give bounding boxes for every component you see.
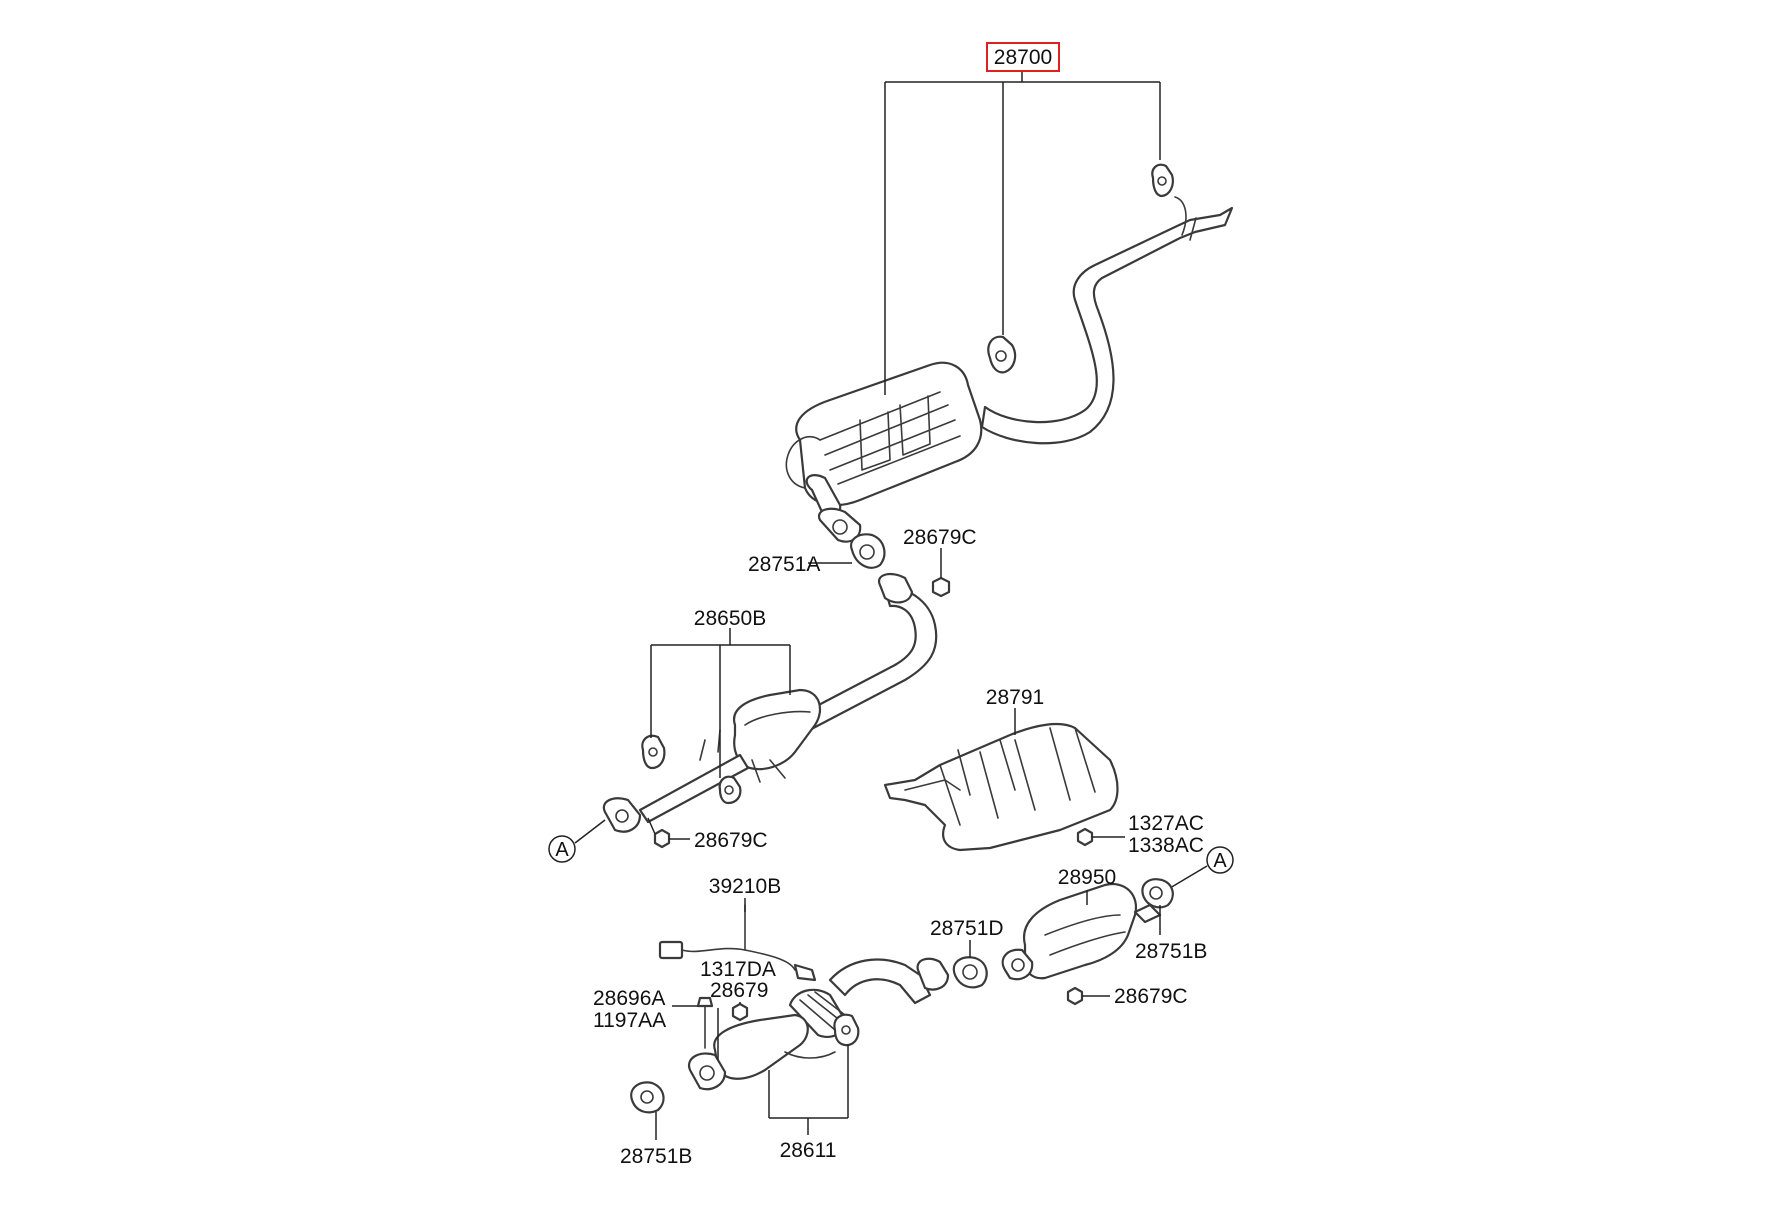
center-pipe-assembly[interactable] <box>602 572 938 833</box>
part-label-28751D[interactable]: 28751D <box>930 917 1004 940</box>
rubber-hanger-icon[interactable] <box>718 775 742 805</box>
rubber-hanger-icon[interactable] <box>833 1013 860 1047</box>
part-label-28679C-mid[interactable]: 28679C <box>694 829 768 852</box>
nut-icon[interactable] <box>931 576 951 598</box>
center-pipe-inlet-flange <box>602 797 642 833</box>
front-pipe-bracket <box>784 1051 836 1059</box>
part-label-1197AA[interactable]: 1197AA <box>593 1009 666 1032</box>
gasket-icon[interactable] <box>850 533 886 569</box>
nut-icon[interactable] <box>653 828 671 849</box>
flange-hole <box>615 809 629 823</box>
part-label-28679C-top[interactable]: 28679C <box>903 526 977 549</box>
rubber-hanger-icon[interactable] <box>641 734 666 770</box>
callout-a-right-line <box>1169 865 1208 889</box>
part-label-28696A[interactable]: 28696A <box>593 987 665 1010</box>
front-pipe-flange <box>916 957 950 991</box>
part-label-1327AC[interactable]: 1327AC <box>1128 812 1204 835</box>
bolt-icon[interactable] <box>696 996 714 1049</box>
part-label-28611[interactable]: 28611 <box>780 1139 837 1162</box>
center-pipe-flange <box>877 572 914 604</box>
muffler-rib-2 <box>859 395 931 471</box>
leader-28679C-mid-2 <box>647 817 656 835</box>
nut-icon[interactable] <box>731 1002 749 1022</box>
rubber-hanger-icon[interactable] <box>987 335 1017 374</box>
part-label-28950[interactable]: 28950 <box>1058 866 1116 889</box>
rubber-hanger-icon[interactable] <box>1151 163 1174 198</box>
callout-a-right-text: A <box>1213 850 1227 872</box>
part-label-28751B-right[interactable]: 28751B <box>1135 940 1207 963</box>
heat-shield-icon[interactable] <box>883 722 1119 852</box>
part-label-28751B-left[interactable]: 28751B <box>620 1145 692 1168</box>
gasket-icon[interactable] <box>630 1081 665 1114</box>
part-label-28751A[interactable]: 28751A <box>748 553 820 576</box>
leader-28650B <box>650 628 791 778</box>
part-label-28679C-low[interactable]: 28679C <box>1114 985 1188 1008</box>
rear-muffler-assembly[interactable] <box>785 163 1234 543</box>
callout-a-left-text: A <box>555 839 569 861</box>
gasket-icon[interactable] <box>952 956 988 989</box>
front-pipe-assembly[interactable] <box>687 957 950 1091</box>
resonator-seam <box>744 710 811 726</box>
center-resonator <box>732 688 822 771</box>
callout-a-left[interactable] <box>548 835 576 863</box>
tail-pipe <box>980 206 1234 445</box>
callout-a-left-line <box>574 819 606 844</box>
gasket-icon[interactable] <box>1141 878 1174 909</box>
part-label-28700[interactable]: 28700 <box>994 46 1052 69</box>
muffler-end <box>785 436 821 489</box>
part-label-1317DA[interactable]: 1317DA <box>700 958 776 981</box>
front-pipe-body <box>713 1013 809 1080</box>
hanger-bracket <box>699 729 786 783</box>
leader-28611 <box>768 1045 849 1135</box>
part-label-39210B[interactable]: 39210B <box>709 875 781 898</box>
flange-hole <box>832 519 848 535</box>
nut-icon[interactable] <box>1076 827 1094 847</box>
flex-braid <box>799 991 846 1031</box>
tail-pipe-clamp-2 <box>1189 217 1197 241</box>
part-label-28679[interactable]: 28679 <box>710 979 768 1002</box>
part-label-28791[interactable]: 28791 <box>986 686 1044 709</box>
flange-hole <box>699 1065 715 1081</box>
front-link-pipe <box>638 753 750 824</box>
catalytic-converter-icon[interactable] <box>1001 882 1162 981</box>
oxygen-sensor-icon[interactable] <box>658 904 817 982</box>
part-label-1338AC[interactable]: 1338AC <box>1128 834 1204 857</box>
muffler-rib <box>819 391 961 485</box>
muffler-flange <box>817 507 862 543</box>
nut-icon[interactable] <box>1066 986 1084 1006</box>
front-pipe-tube <box>828 958 932 1005</box>
selected-part-highlight[interactable] <box>986 42 1060 72</box>
part-label-28650B[interactable]: 28650B <box>694 607 766 630</box>
callout-a-right[interactable] <box>1206 846 1234 874</box>
tail-pipe-clamp <box>1174 196 1187 236</box>
front-pipe-inlet <box>687 1052 727 1091</box>
leader-28700 <box>884 70 1161 395</box>
